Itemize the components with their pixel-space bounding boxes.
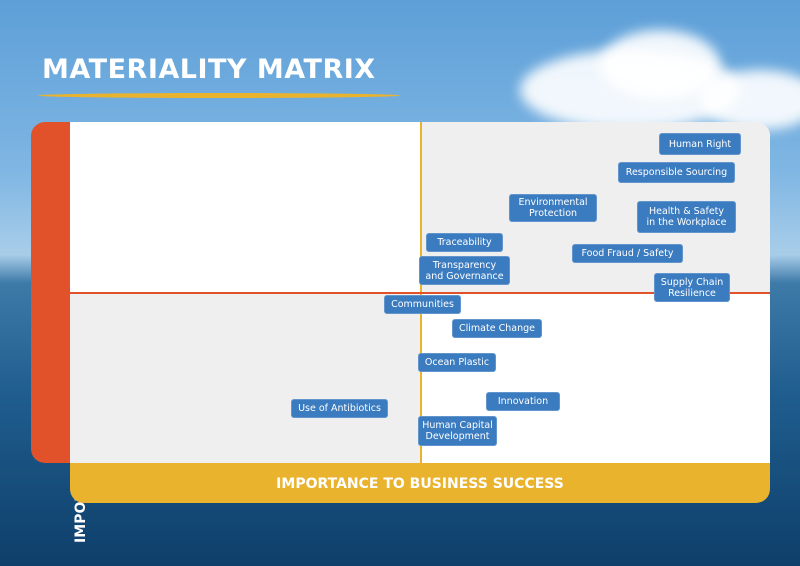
horizontal-divider xyxy=(70,292,770,294)
topic-tag: Human Capital Development xyxy=(418,416,497,446)
cloud xyxy=(600,30,720,100)
topic-tag: Transparency and Governance xyxy=(419,256,510,285)
quadrant-bottom-left xyxy=(70,293,421,463)
topic-tag: Ocean Plastic xyxy=(418,353,496,372)
topic-tag: Environmental Protection xyxy=(509,194,597,222)
topic-tag: Communities xyxy=(384,295,461,314)
topic-tag: Food Fraud / Safety xyxy=(572,244,683,263)
topic-tag: Traceability xyxy=(426,233,503,252)
topic-tag: Responsible Sourcing xyxy=(618,162,735,183)
topic-tag: Climate Change xyxy=(452,319,542,338)
x-axis-bar: IMPORTANCE TO BUSINESS SUCCESS xyxy=(70,463,770,503)
topic-tag: Human Right xyxy=(659,133,741,155)
cloud xyxy=(700,70,800,130)
page-title: MATERIALITY MATRIX xyxy=(42,54,376,85)
x-axis-label: IMPORTANCE TO BUSINESS SUCCESS xyxy=(276,476,564,492)
y-axis-bar: IMPORTANCE TO STAKEHOLDERS xyxy=(31,122,89,543)
title-underline xyxy=(38,93,400,98)
topic-tag: Health & Safety in the Workplace xyxy=(637,201,736,233)
topic-tag: Supply Chain Resilience xyxy=(654,273,730,302)
topic-tag: Innovation xyxy=(486,392,560,411)
topic-tag: Use of Antibiotics xyxy=(291,399,388,418)
